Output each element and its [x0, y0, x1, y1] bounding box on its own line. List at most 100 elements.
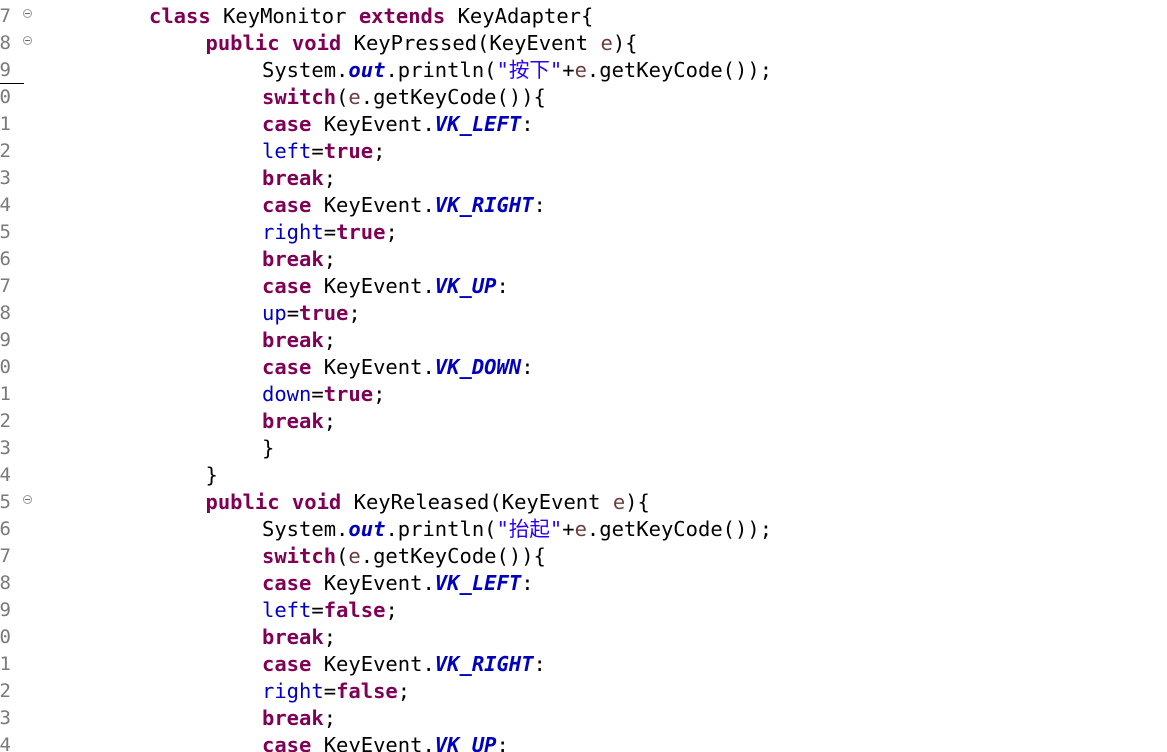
code-token: out [348, 517, 386, 541]
code-token: + [562, 517, 575, 541]
code-line[interactable]: break; [262, 165, 336, 192]
line-number: 58 [0, 32, 11, 54]
code-token: KeyPressed(KeyEvent [341, 31, 601, 55]
code-token: KeyEvent. [311, 571, 435, 595]
code-token: : [533, 193, 546, 217]
code-line[interactable]: case KeyEvent.VK_DOWN: [262, 354, 534, 381]
code-line[interactable]: left=true; [262, 138, 385, 165]
code-line[interactable]: right=true; [262, 219, 398, 246]
line-number: 57 [0, 5, 11, 27]
code-token [280, 490, 292, 514]
code-area[interactable]: class KeyMonitor extends KeyAdapter{publ… [34, 0, 1167, 752]
code-token: .println( [385, 58, 497, 82]
code-line[interactable]: case KeyEvent.VK_UP: [262, 273, 509, 300]
line-number: 67 [0, 275, 11, 297]
code-line[interactable]: case KeyEvent.VK_UP: [262, 732, 509, 752]
code-token: case [262, 193, 312, 217]
code-token: VK_RIGHT [434, 193, 534, 217]
code-token: up [262, 301, 287, 325]
code-token: true [336, 220, 386, 244]
code-token: e [612, 490, 626, 514]
line-number: 83 [0, 707, 11, 729]
code-line[interactable]: break; [262, 624, 336, 651]
code-token: e [574, 517, 587, 541]
code-line[interactable]: switch(e.getKeyCode()){ [262, 84, 546, 111]
code-line[interactable]: break; [262, 327, 336, 354]
code-line[interactable]: case KeyEvent.VK_LEFT: [262, 111, 534, 138]
line-number: 78 [0, 572, 11, 594]
line-number: 79 [0, 599, 11, 621]
code-line[interactable]: System.out.println("抬起"+e.getKeyCode()); [262, 516, 772, 543]
code-token: ; [323, 247, 337, 271]
code-token: class [149, 4, 211, 28]
code-token: case [262, 652, 312, 676]
code-line[interactable]: down=true; [262, 381, 385, 408]
code-token: break [262, 625, 324, 649]
code-token: .println( [385, 517, 497, 541]
code-token: false [323, 598, 386, 622]
code-line[interactable]: case KeyEvent.VK_RIGHT: [262, 192, 546, 219]
code-line[interactable]: System.out.println("按下"+e.getKeyCode()); [262, 57, 772, 84]
code-token: System. [262, 58, 349, 82]
code-token: = [323, 220, 337, 244]
code-token: ; [323, 625, 337, 649]
code-token: break [262, 247, 324, 271]
line-number: 71 [0, 383, 11, 405]
code-line[interactable]: break; [262, 246, 336, 273]
code-line[interactable]: switch(e.getKeyCode()){ [262, 543, 546, 570]
code-token: true [323, 139, 374, 163]
code-token: ; [323, 409, 337, 433]
fold-toggle-icon[interactable] [23, 9, 32, 18]
code-line[interactable]: } [206, 462, 218, 489]
code-token: right [262, 220, 324, 244]
code-token: ; [385, 220, 398, 244]
code-token: case [262, 355, 312, 379]
code-token: .getKeyCode()){ [360, 85, 546, 109]
code-line[interactable]: public void KeyPressed(KeyEvent e){ [206, 30, 638, 57]
fold-toggle-icon[interactable] [23, 36, 32, 45]
code-token: public [205, 490, 280, 514]
code-token: false [336, 679, 398, 703]
code-line[interactable]: break; [262, 705, 336, 732]
line-number: 66 [0, 248, 11, 270]
code-token: ; [348, 301, 361, 325]
code-token: switch [262, 85, 337, 109]
line-number: 61 [0, 113, 11, 135]
code-line[interactable]: left=false; [262, 597, 398, 624]
code-token: left [262, 598, 312, 622]
code-token: : [521, 571, 534, 595]
code-token: void [291, 31, 342, 55]
code-line[interactable]: case KeyEvent.VK_RIGHT: [262, 651, 546, 678]
line-number: 69 [0, 329, 11, 351]
code-token: KeyEvent. [311, 274, 435, 298]
fold-toggle-icon[interactable] [23, 495, 32, 504]
code-token: VK_RIGHT [434, 652, 534, 676]
code-token: .getKeyCode()); [586, 58, 773, 82]
code-token: : [521, 112, 534, 136]
code-token: case [262, 274, 312, 298]
line-number: 64 [0, 194, 11, 216]
code-token: VK_DOWN [434, 355, 522, 379]
code-token: = [311, 139, 324, 163]
code-token: ){ [612, 31, 638, 55]
code-token: ; [323, 166, 337, 190]
code-line[interactable]: } [262, 435, 274, 462]
code-token: ( [336, 85, 349, 109]
code-line[interactable]: break; [262, 408, 336, 435]
line-number-gutter[interactable]: 5758596061626364656667686970717273747576… [0, 0, 34, 752]
code-line[interactable]: public void KeyReleased(KeyEvent e){ [206, 489, 650, 516]
code-token: ; [373, 382, 386, 406]
code-token: .getKeyCode()){ [360, 544, 546, 568]
code-line[interactable]: class KeyMonitor extends KeyAdapter{ [149, 3, 593, 30]
code-token: break [262, 166, 324, 190]
code-line[interactable]: up=true; [262, 300, 361, 327]
code-token: case [262, 112, 312, 136]
code-line[interactable]: right=false; [262, 678, 410, 705]
code-token: = [311, 598, 324, 622]
code-token: KeyAdapter{ [445, 4, 594, 28]
code-token: left [262, 139, 312, 163]
code-token: KeyEvent. [311, 652, 435, 676]
code-token: case [262, 571, 312, 595]
code-line[interactable]: case KeyEvent.VK_LEFT: [262, 570, 534, 597]
